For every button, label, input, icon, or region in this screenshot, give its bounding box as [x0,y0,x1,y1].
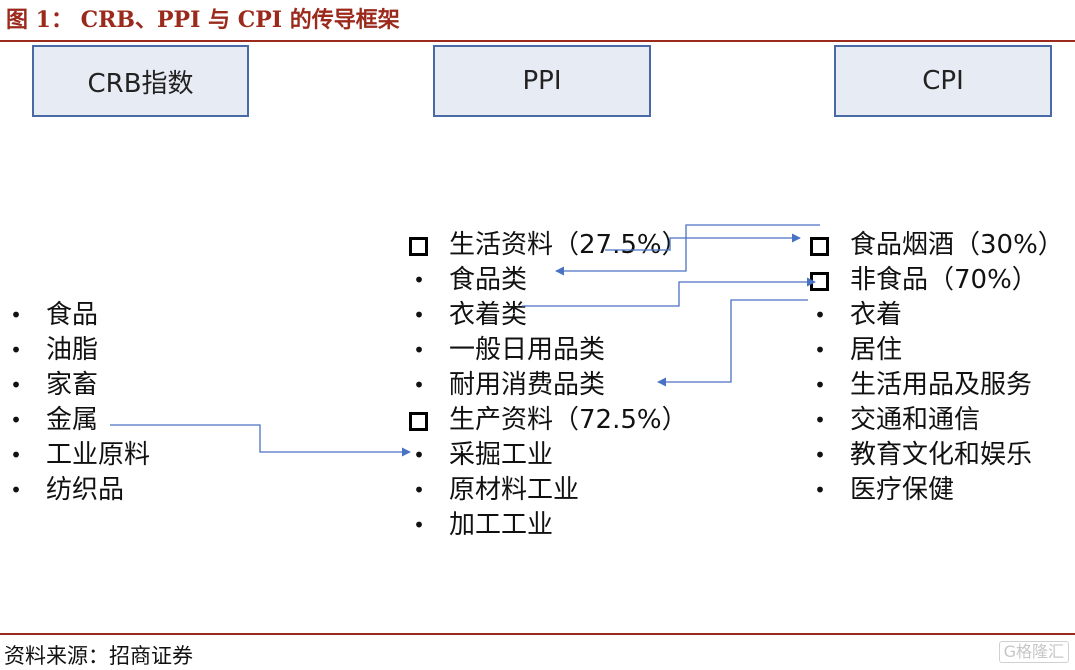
title-rule [0,40,1075,42]
cpi-item-label: 教育文化和娱乐 [850,440,1033,470]
bullet-icon: • [10,408,22,432]
crb-item: • 纺织品 [6,473,150,508]
footer-rule [0,633,1075,635]
crb-item: • 金属 [6,403,150,438]
ppi-item-label: 采掘工业 [449,440,554,470]
ppi-item-label: 加工工业 [449,510,554,540]
crb-box: CRB指数 [32,45,249,117]
ppi-item: • 一般日用品类 [409,333,688,368]
source-note: 资料来源：招商证券 [4,644,193,668]
cpi-item: • 生活用品及服务 [810,368,1064,403]
watermark-logo: G格隆汇 [998,641,1069,663]
arrow-clothing-to-nonfood [522,277,816,307]
ppi-item-label: 生产资料（72.5%） [449,405,688,435]
ppi-item: 生活资料（27.5%） [409,228,688,263]
bullet-icon: • [10,478,22,502]
bullet-icon: • [10,443,22,467]
bullet-icon: • [814,443,826,467]
bullet-icon: • [413,478,425,502]
bullet-icon: • [413,268,425,292]
crb-item-label: 金属 [46,405,99,435]
cpi-box: CPI [834,45,1052,117]
arrow-nonfood-to-durables [657,299,808,387]
cpi-item-list: 食品烟酒（30%） 非食品（70%） • 衣着 • 居住 • 生活用品及服务 • 交通和通信 • 教育… [810,228,1064,508]
bullet-icon: • [814,338,826,362]
bullet-icon: • [814,373,826,397]
ppi-item-label: 耐用消费品类 [449,370,606,400]
arrow-cpi-food-to-ppi-food [555,224,820,276]
cpi-item-label: 衣着 [850,300,903,330]
cpi-item: • 衣着 [810,298,1064,333]
ppi-item-label: 原材料工业 [449,475,580,505]
square-marker-icon [409,412,428,431]
bullet-icon: • [814,303,826,327]
crb-item-list: • 食品 • 油脂 • 家畜 • 金属 • 工业原料 • 纺织品 [6,298,150,508]
cpi-item: 非食品（70%） [810,263,1064,298]
ppi-item: • 耐用消费品类 [409,368,688,403]
figure-title: 图 1： CRB、PPI 与 CPI 的传导框架 [6,7,400,33]
ppi-item-label: 衣着类 [449,300,528,330]
ppi-item: • 采掘工业 [409,438,688,473]
bullet-icon: • [413,303,425,327]
arrow-metal-to-mining [110,424,411,457]
bullet-icon: • [10,303,22,327]
bullet-icon: • [413,338,425,362]
cpi-item: 食品烟酒（30%） [810,228,1064,263]
cpi-item-label: 医疗保健 [850,475,955,505]
bullet-icon: • [413,373,425,397]
arrow-living-to-food-tobacco [605,233,801,251]
ppi-item-label: 一般日用品类 [449,335,606,365]
cpi-item: • 教育文化和娱乐 [810,438,1064,473]
crb-item: • 家畜 [6,368,150,403]
cpi-item-label: 生活用品及服务 [850,370,1033,400]
ppi-item-list: 生活资料（27.5%） • 食品类 • 衣着类 • 一般日用品类 • 耐用消费品类生产资料（72… [409,228,688,543]
ppi-item: • 衣着类 [409,298,688,333]
cpi-item: • 居住 [810,333,1064,368]
bullet-icon: • [413,513,425,537]
bullet-icon: • [10,373,22,397]
crb-item-label: 纺织品 [46,475,125,505]
ppi-item: • 加工工业 [409,508,688,543]
bullet-icon: • [413,443,425,467]
cpi-item-label: 非食品（70%） [850,265,1038,295]
cpi-item-label: 食品烟酒（30%） [850,230,1064,260]
crb-item: • 工业原料 [6,438,150,473]
bullet-icon: • [814,478,826,502]
bullet-icon: • [10,338,22,362]
ppi-item-label: 食品类 [449,265,528,295]
cpi-item: • 医疗保健 [810,473,1064,508]
ppi-item: • 原材料工业 [409,473,688,508]
ppi-box: PPI [433,45,651,117]
crb-item-label: 油脂 [46,335,99,365]
cpi-item: • 交通和通信 [810,403,1064,438]
square-marker-icon [810,237,829,256]
cpi-item-label: 居住 [850,335,903,365]
ppi-item: 生产资料（72.5%） [409,403,688,438]
square-marker-icon [409,237,428,256]
crb-item: • 食品 [6,298,150,333]
crb-item-label: 食品 [46,300,99,330]
crb-item-label: 家畜 [46,370,99,400]
crb-item-label: 工业原料 [46,440,151,470]
ppi-item: • 食品类 [409,263,688,298]
cpi-item-label: 交通和通信 [850,405,981,435]
ppi-item-label: 生活资料（27.5%） [449,230,688,260]
crb-item: • 油脂 [6,333,150,368]
bullet-icon: • [814,408,826,432]
